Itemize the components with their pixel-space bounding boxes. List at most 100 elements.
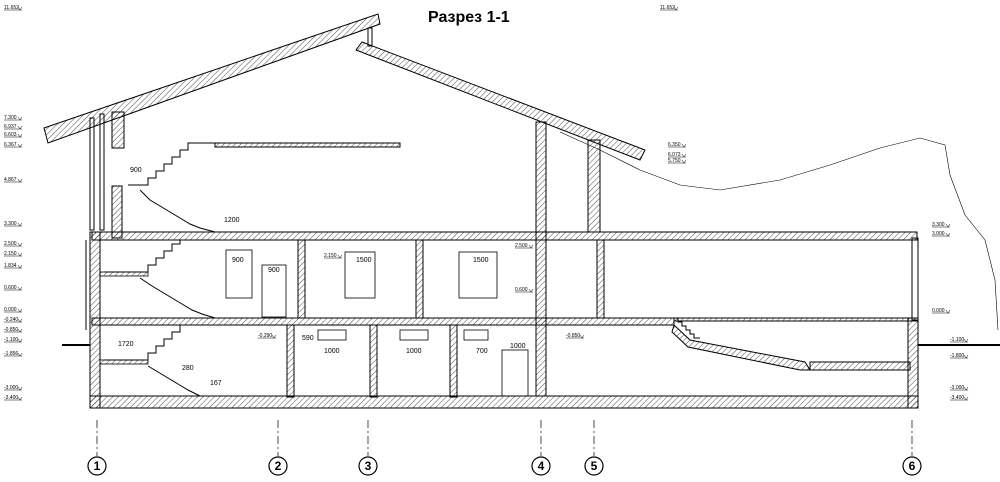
- level-mark: 0.000: [4, 307, 17, 313]
- level-mark: 6.367: [4, 142, 17, 148]
- top-landing: [214, 142, 401, 148]
- level-mark: 6.350: [668, 142, 681, 148]
- dimension-label: 1720: [118, 341, 134, 348]
- level-mark: 5.750: [668, 158, 681, 164]
- drawing-title: Разрез 1-1: [428, 9, 510, 26]
- level-mark: 0.600: [4, 285, 17, 291]
- wall-mid-5: [596, 239, 605, 319]
- level-mark: 3.300: [932, 222, 945, 228]
- wall-axis-3: [369, 324, 378, 398]
- lower-right-floor: [809, 361, 911, 371]
- level-mark: 0.000: [932, 308, 945, 314]
- ridge-post: [367, 27, 373, 47]
- level-mark: -1.800: [950, 353, 964, 359]
- window-mid-1: [344, 251, 376, 299]
- dimension-label: 1000: [406, 348, 422, 355]
- right-upper-wall: [911, 237, 919, 321]
- dimension-label: 1200: [224, 217, 240, 224]
- slab-level-0: [91, 317, 675, 326]
- stair-mid-2: [139, 277, 216, 319]
- dimension-label: 900: [232, 257, 244, 264]
- level-mark: -0.850: [4, 327, 18, 333]
- foundation-slab: [89, 395, 919, 409]
- stair-mid: [104, 239, 215, 273]
- stair-lower-2: [147, 365, 201, 397]
- dimension-label: 1000: [324, 348, 340, 355]
- level-mark: -0.850: [566, 333, 580, 339]
- axis-label: 3: [365, 459, 372, 473]
- left-wall-upper: [89, 117, 95, 231]
- chimney: [111, 111, 125, 149]
- window-mid-2: [458, 251, 498, 299]
- stair-upper: [128, 142, 215, 186]
- level-mark: 6.937: [4, 124, 17, 130]
- dimension-label: 1500: [473, 257, 489, 264]
- dimension-label: 900: [268, 267, 280, 274]
- level-mark: 6.073: [668, 152, 681, 158]
- left-exterior-wall: [89, 231, 101, 409]
- axis-bubble: [584, 456, 604, 476]
- level-mark: 11.652: [4, 5, 19, 11]
- axis-label: 5: [591, 459, 598, 473]
- level-marks-left: 11.6527.3006.9376.6036.3674.8673.3002.50…: [4, 5, 23, 401]
- landing-mid: [99, 271, 149, 277]
- roof-right: [355, 41, 646, 161]
- level-mark: 3.000: [932, 231, 945, 237]
- level-mark: 0.600: [515, 287, 528, 293]
- window-low-1: [317, 329, 347, 341]
- level-mark: -1.100: [950, 337, 964, 343]
- window-low-3: [463, 329, 489, 341]
- level-mark: -0.290: [258, 333, 272, 339]
- dimension-label: 1000: [510, 343, 526, 350]
- wall-mid-3: [415, 239, 424, 319]
- dimension-label: 1500: [356, 257, 372, 264]
- axis-bubble: [358, 456, 378, 476]
- level-mark: -3.400: [950, 395, 964, 401]
- window-low-2: [399, 329, 429, 341]
- roof-left: [43, 13, 381, 144]
- slab-level-3: [91, 231, 918, 241]
- level-mark: -3.400: [4, 395, 18, 401]
- wall-mid-2: [297, 239, 306, 319]
- level-mark: 2.150: [324, 253, 337, 259]
- door-opening-1: [225, 249, 253, 299]
- level-mark: 3.300: [4, 221, 17, 227]
- ramp-steps: [674, 317, 700, 339]
- stair-lower: [104, 324, 215, 361]
- dimension-label: 700: [476, 348, 488, 355]
- axis-label: 1: [94, 459, 101, 473]
- level-mark: -1.856: [4, 351, 18, 357]
- level-mark: 7.300: [4, 115, 17, 121]
- dimension-label: 280: [182, 365, 194, 372]
- column-axis-5: [587, 139, 601, 233]
- dimension-labels: 900 1200 900 900 1500 1500 1720 590 1000 1000 700 1…: [118, 167, 526, 387]
- level-mark: -3.000: [4, 385, 18, 391]
- level-mark: 2.150: [4, 251, 17, 257]
- axis-label: 4: [538, 459, 545, 473]
- wall-lower-mid: [449, 324, 458, 398]
- axis-label: 6: [909, 459, 916, 473]
- level-mark: -0.240: [4, 317, 18, 323]
- door-low: [501, 349, 529, 397]
- level-mark: -3.000: [950, 385, 964, 391]
- level-mark: 2.500: [4, 241, 17, 247]
- axis-bubble: [268, 456, 288, 476]
- axis-bubble: [87, 456, 107, 476]
- level-mark: 11.652: [660, 5, 675, 11]
- level-mark: -1.100: [4, 337, 18, 343]
- terrain-line: [559, 131, 999, 331]
- axis-bubble: [902, 456, 922, 476]
- central-column: [535, 121, 547, 397]
- axis-bubble: [531, 456, 551, 476]
- wall-axis-2: [286, 324, 295, 398]
- level-mark: 1.834: [4, 263, 17, 269]
- dimension-label: 900: [130, 167, 142, 174]
- dimension-label: 590: [302, 335, 314, 342]
- left-wall-upper2: [99, 113, 105, 231]
- stair-upper-2: [139, 189, 216, 233]
